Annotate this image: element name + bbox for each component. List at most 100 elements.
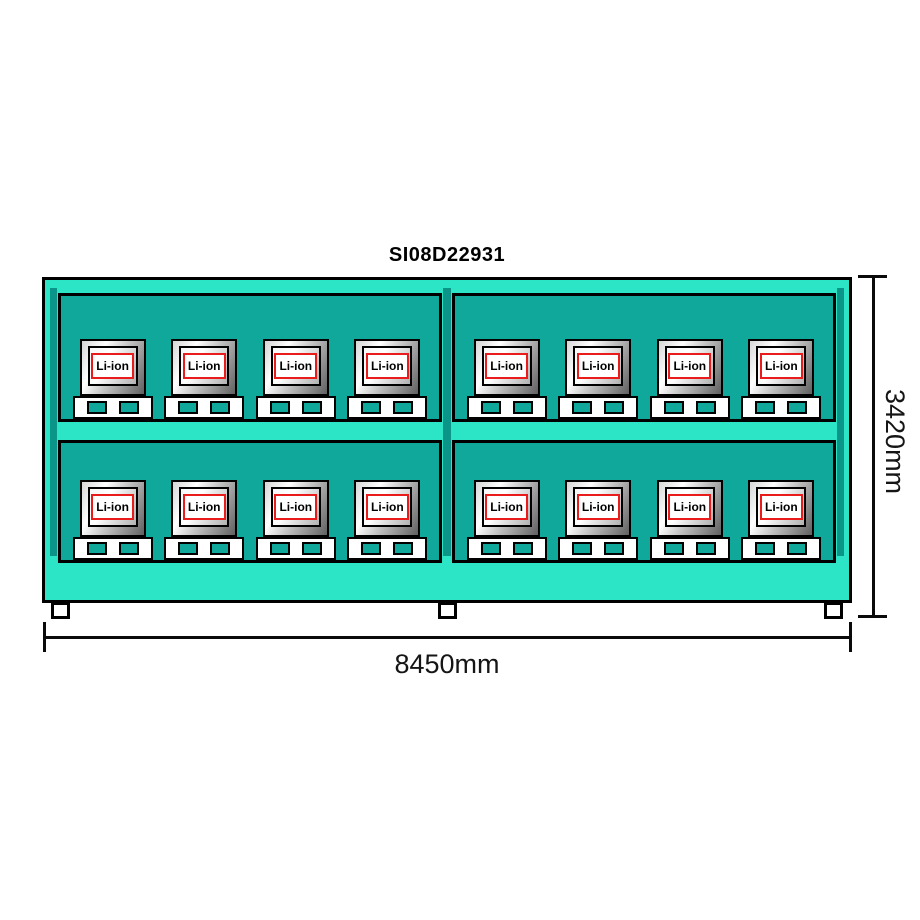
diagram-title: SI08D22931 <box>388 244 506 266</box>
pallet-block <box>106 401 119 414</box>
right-side-post <box>837 288 844 556</box>
battery-box-panel: Li-ion <box>664 487 715 527</box>
battery-box: Li-ion <box>262 339 329 396</box>
pallet-block <box>468 542 481 555</box>
pallet-gap <box>178 542 199 555</box>
pallet-boards <box>743 401 820 414</box>
pallet-block <box>74 542 87 555</box>
pallet-block <box>715 401 728 414</box>
pallet-block <box>651 542 664 555</box>
pallet-block <box>230 542 243 555</box>
battery-box-panel: Li-ion <box>756 487 807 527</box>
pallet <box>741 396 822 419</box>
pallet-boards <box>257 542 334 555</box>
pallet-block <box>257 401 270 414</box>
container-foot-center <box>438 602 457 619</box>
pallet-boards <box>560 542 637 555</box>
pallet-block <box>198 401 211 414</box>
pallet-gap <box>604 542 625 555</box>
battery-unit: Li-ion <box>466 480 547 560</box>
pallet-gap <box>210 401 231 414</box>
battery-box-panel: Li-ion <box>362 346 413 386</box>
pallet-block <box>138 401 151 414</box>
pallet <box>649 396 730 419</box>
bay-bottom-right: Li-ion Li-ion <box>452 440 836 563</box>
pallet-gap <box>787 542 808 555</box>
pallet-gap <box>755 401 776 414</box>
pallet <box>649 537 730 560</box>
li-ion-label: Li-ion <box>182 494 226 520</box>
pallet-block <box>560 542 573 555</box>
battery-box: Li-ion <box>262 480 329 537</box>
battery-unit: Li-ion <box>72 480 153 560</box>
li-ion-label: Li-ion <box>576 494 620 520</box>
bay-top-left: Li-ion Li-ion <box>58 293 442 422</box>
battery-box-panel: Li-ion <box>756 346 807 386</box>
pallet-gap <box>361 401 382 414</box>
pallet-block <box>651 401 664 414</box>
pallet-gap <box>695 401 716 414</box>
pallet-block <box>166 401 179 414</box>
li-ion-label: Li-ion <box>182 353 226 379</box>
battery-box-panel: Li-ion <box>179 346 230 386</box>
li-ion-label: Li-ion <box>91 494 134 520</box>
battery-box-panel: Li-ion <box>87 487 138 527</box>
battery-unit: Li-ion <box>741 339 822 419</box>
battery-box-panel: Li-ion <box>362 487 413 527</box>
battery-unit: Li-ion <box>649 480 730 560</box>
pallet-gap <box>361 542 382 555</box>
container-foot-right <box>824 602 843 619</box>
battery-box-panel: Li-ion <box>481 346 532 386</box>
pallet-gap <box>787 401 808 414</box>
pallet-gap <box>393 401 414 414</box>
pallet-gap <box>512 542 533 555</box>
pallet-block <box>807 542 820 555</box>
pallet <box>164 537 245 560</box>
pallet-gap <box>178 401 199 414</box>
width-dimension-tick-right <box>849 622 852 652</box>
pallet-block <box>289 401 302 414</box>
pallet-block <box>532 542 545 555</box>
battery-box: Li-ion <box>565 339 632 396</box>
pallet <box>347 537 428 560</box>
battery-unit: Li-ion <box>347 339 428 419</box>
pallet-block <box>624 401 637 414</box>
width-dimension-tick-left <box>43 622 46 652</box>
battery-box-panel: Li-ion <box>270 346 321 386</box>
battery-box-panel: Li-ion <box>573 487 624 527</box>
li-ion-label: Li-ion <box>576 353 620 379</box>
battery-box: Li-ion <box>656 339 723 396</box>
pallet-boards <box>74 542 151 555</box>
pallet-gap <box>663 542 684 555</box>
width-dimension-label: 8450mm <box>394 649 500 679</box>
pallet-gap <box>301 542 322 555</box>
battery-box-panel: Li-ion <box>481 487 532 527</box>
pallet-boards <box>468 401 545 414</box>
battery-box: Li-ion <box>748 339 815 396</box>
pallet-block <box>500 542 513 555</box>
bay-bottom-left: Li-ion Li-ion <box>58 440 442 563</box>
battery-unit: Li-ion <box>164 339 245 419</box>
battery-unit: Li-ion <box>558 480 639 560</box>
pallet-boards <box>468 542 545 555</box>
storage-container: Li-ion Li-ion <box>42 277 852 603</box>
li-ion-label: Li-ion <box>274 353 318 379</box>
battery-box-panel: Li-ion <box>664 346 715 386</box>
battery-box-panel: Li-ion <box>87 346 138 386</box>
pallet <box>558 396 639 419</box>
pallet <box>72 537 153 560</box>
pallet-block <box>413 542 426 555</box>
battery-box: Li-ion <box>79 480 146 537</box>
battery-box: Li-ion <box>171 480 238 537</box>
pallet-block <box>683 542 696 555</box>
pallet-block <box>592 401 605 414</box>
li-ion-label: Li-ion <box>91 353 134 379</box>
pallet-block <box>321 401 334 414</box>
pallet-block <box>807 401 820 414</box>
battery-box: Li-ion <box>79 339 146 396</box>
pallet-block <box>198 542 211 555</box>
pallet-block <box>349 542 362 555</box>
pallet-block <box>743 542 756 555</box>
battery-unit: Li-ion <box>558 339 639 419</box>
battery-box-panel: Li-ion <box>270 487 321 527</box>
